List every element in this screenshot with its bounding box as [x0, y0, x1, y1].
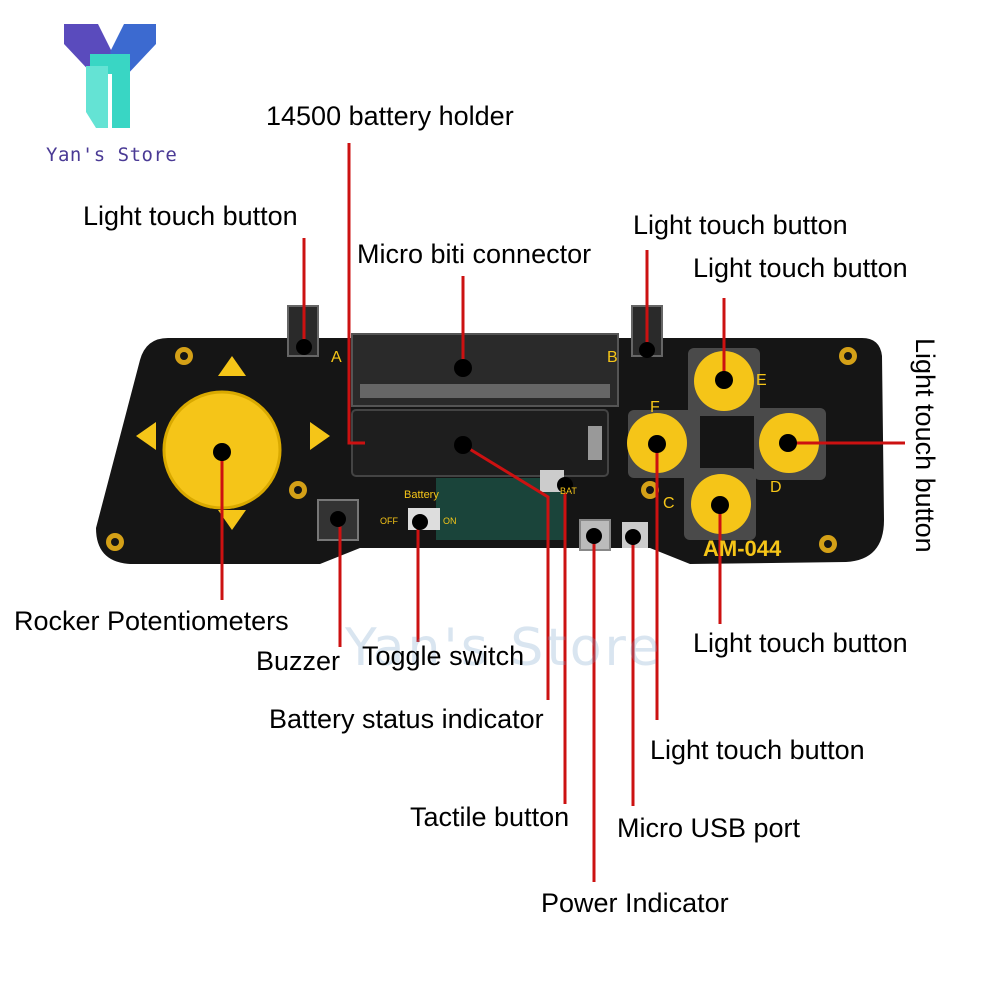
- label-light-touch-top-left: Light touch button: [83, 201, 298, 231]
- label-toggle: Toggle switch: [362, 641, 525, 671]
- silk-bat: BAT: [560, 486, 577, 496]
- label-buzzer: Buzzer: [256, 646, 341, 676]
- label-light-touch-e: Light touch button: [693, 253, 908, 283]
- silk-b: B: [607, 349, 618, 366]
- label-battery-status: Battery status indicator: [269, 704, 544, 734]
- silk-c: C: [663, 495, 675, 512]
- silk-f: F: [650, 399, 660, 416]
- label-power-indicator: Power Indicator: [541, 888, 729, 918]
- board-model: AM-044: [703, 536, 782, 561]
- label-microbit-connector: Micro biti connector: [357, 239, 592, 269]
- label-tactile: Tactile button: [410, 802, 570, 832]
- label-rocker: Rocker Potentiometers: [14, 606, 289, 636]
- silk-d: D: [770, 479, 782, 496]
- leader-lines: [220, 143, 905, 882]
- label-light-touch-f: Light touch button: [650, 735, 865, 765]
- silk-off: OFF: [380, 516, 398, 526]
- silk-a: A: [331, 349, 342, 366]
- brand-name: Yan's Store: [46, 144, 178, 166]
- controller-board: [96, 305, 884, 564]
- label-light-touch-top-right: Light touch button: [633, 210, 848, 240]
- silkscreen-labels: A B E F D C AM-044 Battery OFF ON BAT: [331, 349, 782, 561]
- callout-dots: [213, 339, 797, 545]
- silk-on: ON: [443, 516, 457, 526]
- silk-e: E: [756, 372, 767, 389]
- label-battery-holder: 14500 battery holder: [266, 101, 514, 131]
- label-light-touch-d: Light touch button: [910, 338, 940, 553]
- store-logo: [64, 24, 156, 128]
- watermark: Yan's Store: [345, 618, 663, 678]
- label-light-touch-c: Light touch button: [693, 628, 908, 658]
- silk-battery: Battery: [404, 489, 439, 501]
- label-micro-usb: Micro USB port: [617, 813, 801, 843]
